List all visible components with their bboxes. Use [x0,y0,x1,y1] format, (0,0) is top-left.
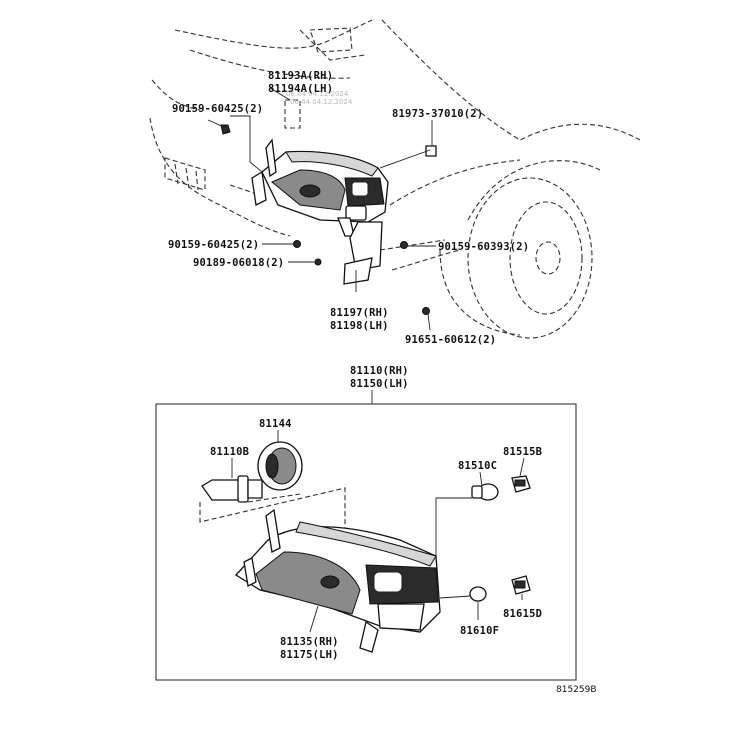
part-label-81193a: 81193A(RH) [268,70,333,82]
part-label-81615d: 81615D [503,608,542,620]
part-label-90159-60393: 90159-60393(2) [438,241,529,253]
part-label-81973: 81973-37010(2) [392,108,483,120]
part-label-90159-60425-bottom: 90159-60425(2) [168,239,259,251]
part-label-91651: 91651-60612(2) [405,334,496,346]
part-label-81175: 81175(LH) [280,649,339,661]
part-label-81135: 81135(RH) [280,636,339,648]
side-marker-bulb [439,586,487,620]
part-label-81144: 81144 [259,418,292,430]
side-marker-socket [511,575,531,600]
part-label-81110b: 81110B [210,446,249,458]
date-stamp: 06.44 04.12.2024 [290,98,353,106]
part-label-81515b: 81515B [503,446,542,458]
part-label-90189: 90189-06018(2) [193,257,284,269]
turn-signal-socket [511,457,531,493]
screw-icon [400,241,408,249]
part-label-81610f: 81610F [460,625,499,637]
lamp-housing [234,508,441,653]
upper-leader-lines [207,87,436,331]
figure-number: 815259B [556,685,597,695]
part-label-81194a: 81194A(LH) [268,83,333,95]
housing-leader [309,605,319,633]
socket-cover [257,430,303,491]
date-stamp: 06.44 04.12.2024 [286,90,349,98]
installed-lamp-assembly [251,138,389,285]
turn-signal-bulb [435,471,499,562]
part-label-81198: 81198(LH) [330,320,389,332]
part-label-81150: 81150(LH) [350,378,409,390]
wheel [467,160,601,339]
screw-icon [422,307,430,315]
part-label-81110: 81110(RH) [350,365,409,377]
headlamp-bulb [201,458,263,503]
nut-icon [425,145,437,157]
vehicle-body-outline [149,19,641,336]
part-label-81510c: 81510C [458,460,497,472]
part-label-81197: 81197(RH) [330,307,389,319]
part-label-90159-60425-top: 90159-60425(2) [172,103,263,115]
